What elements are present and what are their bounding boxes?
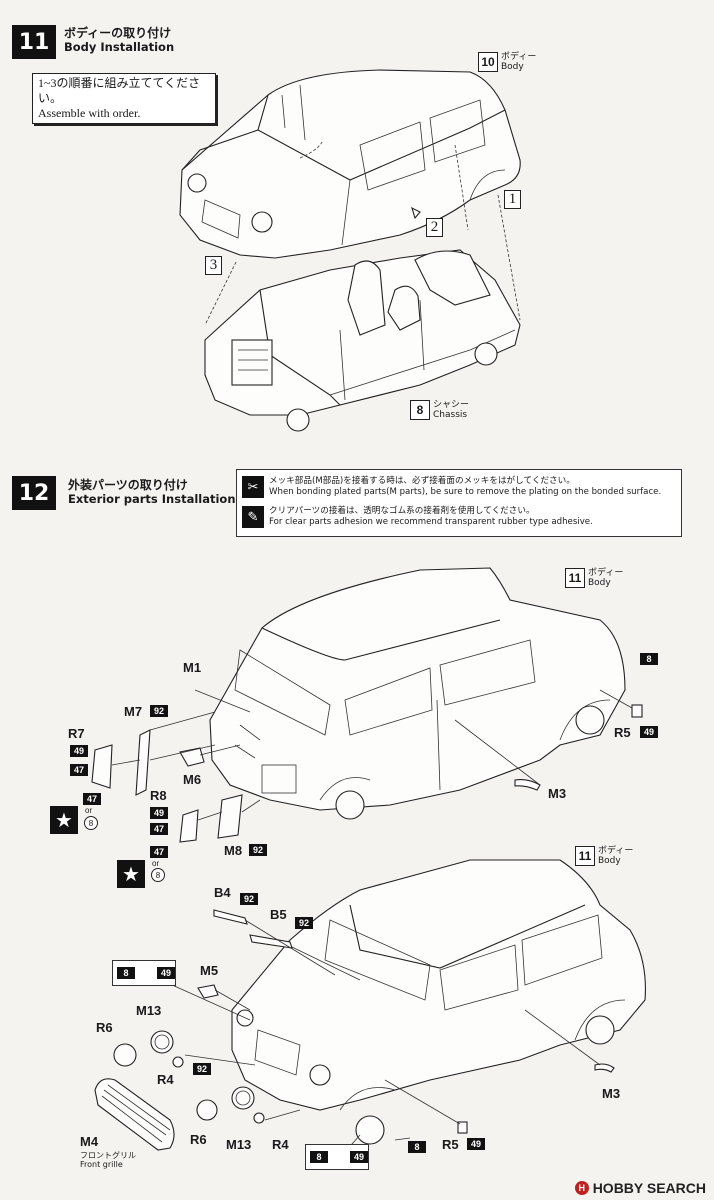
hobby-search-watermark: H HOBBY SEARCH [574,1180,706,1196]
assembly-order-note-ja: 1~3の順番に組み立ててください。 [38,76,201,105]
body-ref-b-number: 11 [575,846,595,866]
front-grille-en: Front grille [80,1160,123,1169]
part-label-b4: B4 [214,885,231,900]
step12-title-ja: 外装パーツの取り付け [68,478,188,492]
assembly-order-note: 1~3の順番に組み立ててください。 Assemble with order. [32,73,216,124]
order-marker-3: 3 [205,256,222,275]
color-badge-47: 47 [70,764,88,776]
color-badge-49: 49 [150,807,168,819]
color-badge-47: 47 [150,823,168,835]
watermark-text: HOBBY SEARCH [592,1180,706,1196]
headlight-color-callout-lower: 8 49 [305,1144,369,1170]
star-icon: ★ [50,806,78,834]
or-text: or [85,806,93,815]
part-label-m8: M8 [224,843,243,858]
warning1-en: When bonding plated parts(M parts), be s… [269,487,662,497]
part-label-r8: R8 [150,788,167,803]
color-badge-49: 49 [467,1138,485,1150]
part-label-m5: M5 [200,963,219,978]
color-badge-92: 92 [193,1063,211,1075]
part-label-m1: M1 [183,660,202,675]
color-badge-92: 92 [150,705,168,717]
color-badge-49: 49 [157,967,175,979]
body-ref-en: Body [501,62,524,72]
part-label-r5-lower: R5 [442,1137,459,1152]
body-ref-a-en: Body [588,578,611,588]
part-label-r4-upper: R4 [157,1072,174,1087]
chassis-ref-8-upper: 8 [640,653,658,665]
part-label-b5: B5 [270,907,287,922]
color-circle-8: 8 [84,816,98,830]
body-ref-a-number: 11 [565,568,585,588]
color-circle-8: 8 [151,868,165,882]
step12-title-en: Exterior parts Installation [68,492,236,506]
part-label-m6: M6 [183,772,202,787]
adhesive-icon: ✎ [242,506,264,528]
step11-title-ja: ボディーの取り付け [64,26,172,40]
part-label-r5-upper: R5 [614,725,631,740]
warning2-ja: クリアパーツの接着は、透明なゴム系の接着剤を使用してください。 [269,506,535,516]
adhesive-warning-box: ✂ メッキ部品(M部品)を接着する時は、必ず接着面のメッキをはがしてください。W… [236,469,682,537]
body-ref-a-ja: ボディー [588,568,624,578]
part-label-m13-lower: M13 [226,1137,252,1152]
color-badge-49: 49 [640,726,658,738]
part-label-r7: R7 [68,726,85,741]
part-label-m3-upper: M3 [548,786,567,801]
color-badge-92: 92 [249,844,267,856]
part-label-m3-lower: M3 [602,1086,621,1101]
color-badge-49: 49 [70,745,88,757]
step-number-12: 12 [12,476,56,510]
color-badge-47: 47 [150,846,168,858]
color-badge-92: 92 [240,893,258,905]
chassis-ref-8-lower: 8 [408,1141,426,1153]
warning1-ja: メッキ部品(M部品)を接着する時は、必ず接着面のメッキをはがしてください。 [269,476,575,486]
color-badge-47: 47 [83,793,101,805]
color-badge-49: 49 [350,1151,368,1163]
body-ref-number: 10 [478,52,498,72]
step12-lower-car [231,859,646,1145]
part-label-m4: M4 [80,1134,99,1149]
hobby-search-logo-icon: H [574,1181,589,1195]
step11-body-shell [179,69,521,259]
guide-lines [111,689,633,1153]
part-label-r4-lower: R4 [272,1137,289,1152]
assembly-order-note-en: Assemble with order. [38,106,141,120]
chassis-ref-ja: シャシー [433,400,470,410]
star-icon: ★ [117,860,145,888]
step-number-11: 11 [12,25,56,59]
body-ref-ja: ボディー [501,52,537,62]
plating-warning-icon: ✂ [242,476,264,498]
front-grille-ja: フロントグリル [80,1151,136,1160]
headlight-color-callout-upper: 8 49 [112,960,176,986]
part-label-m7: M7 [124,704,143,719]
body-ref-b-ja: ボディー [598,846,634,856]
chassis-ref-en: Chassis [433,410,468,420]
chassis-ref-number: 8 [410,400,430,420]
or-text: or [152,859,160,868]
part-label-m13-upper: M13 [136,1003,162,1018]
color-badge-92: 92 [295,917,313,929]
part-label-r6-lower: R6 [190,1132,207,1147]
step11-chassis [204,249,521,432]
chassis-ref-8: 8 [117,967,135,979]
chassis-ref-8: 8 [310,1151,328,1163]
order-marker-2: 2 [426,218,443,237]
order-marker-1: 1 [504,190,521,209]
step11-title-en: Body Installation [64,40,175,54]
step12-upper-car [209,567,626,820]
part-label-r6-upper: R6 [96,1020,113,1035]
warning2-en: For clear parts adhesion we recommend tr… [269,517,593,527]
body-ref-b-en: Body [598,856,621,866]
